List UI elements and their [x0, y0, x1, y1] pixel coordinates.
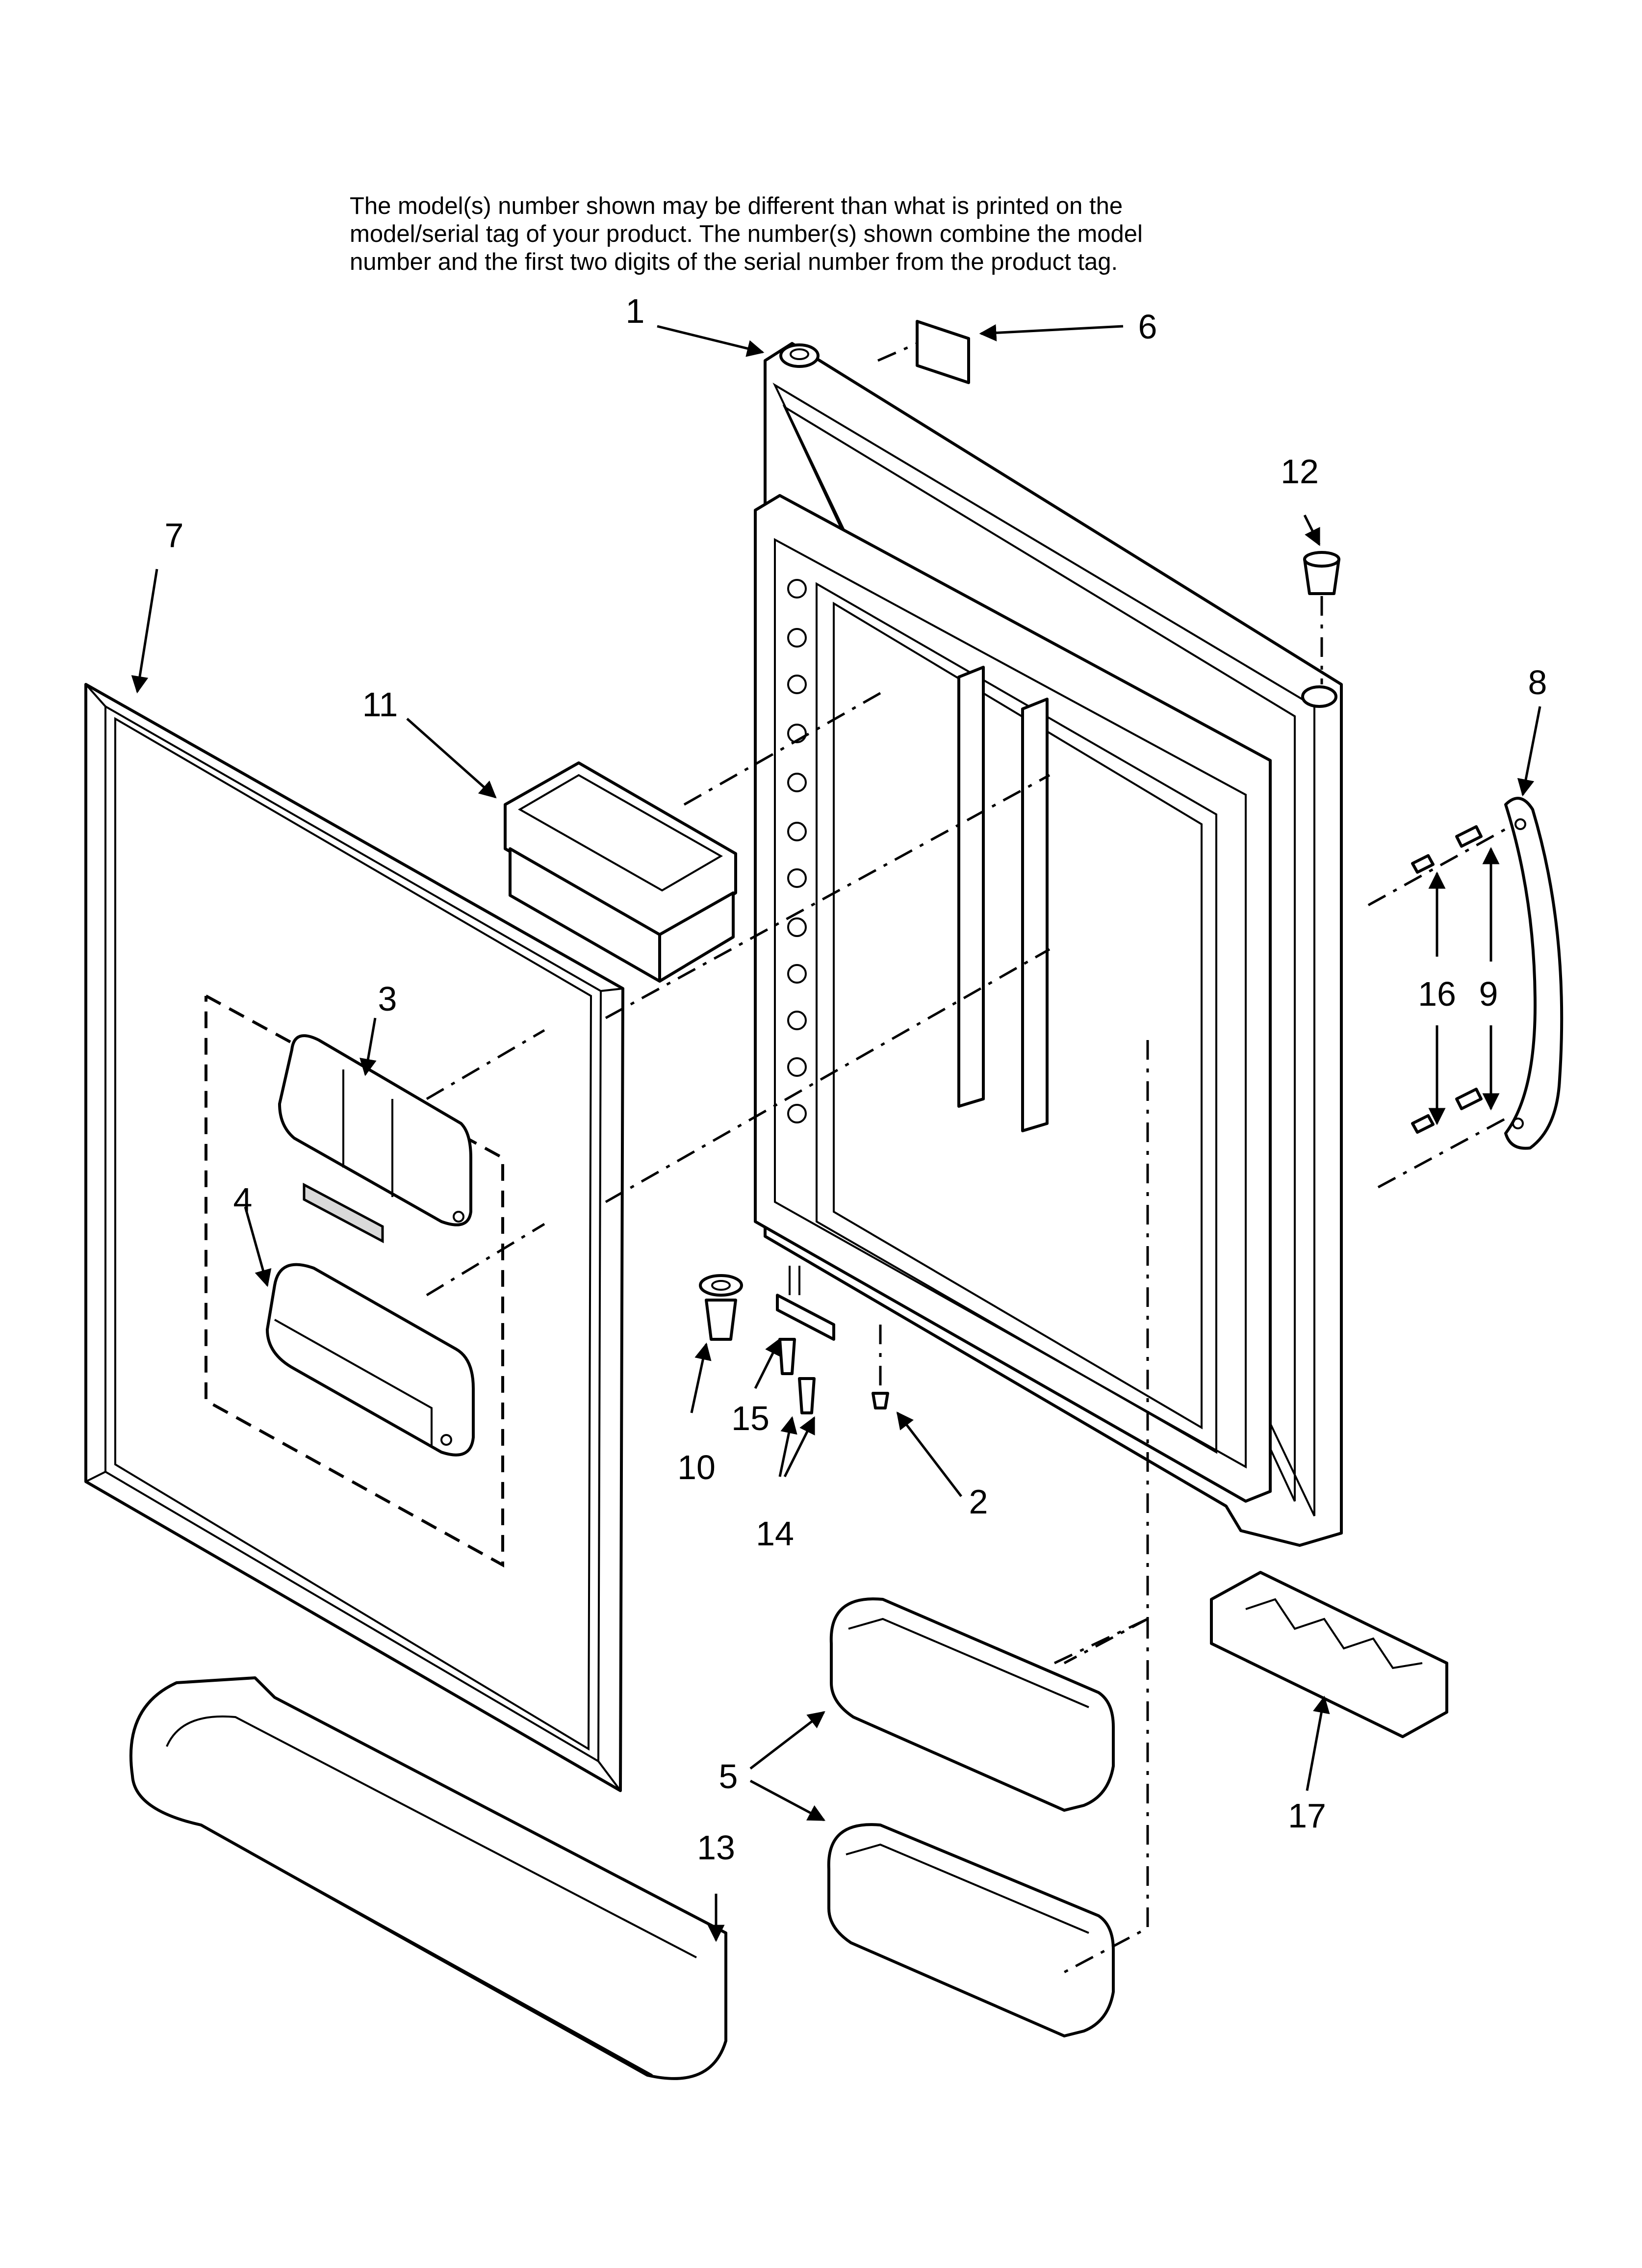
- door-bin-upper: [829, 1597, 1115, 1812]
- callout-16: 16: [1418, 975, 1456, 1013]
- handle-mount-dashlines: [1367, 828, 1507, 1189]
- leader-arrows: [131, 324, 1541, 1942]
- upper-door-bin: [504, 761, 737, 983]
- inner-door-liner-panel: [84, 683, 624, 1792]
- callout-17: 17: [1288, 1797, 1326, 1835]
- upper-dispenser-cover: [278, 1034, 472, 1244]
- handle-screws: [1411, 825, 1483, 1134]
- lower-door-shelf-bin: [129, 1676, 727, 2080]
- callout-12: 12: [1281, 452, 1319, 491]
- hinge-plug: [1303, 551, 1340, 684]
- note-line-1: The model(s) number shown may be differe…: [350, 193, 1123, 219]
- callout-8: 8: [1528, 663, 1547, 702]
- door-assembly-frame: [754, 342, 1343, 1547]
- lower-dispenser-bin: [266, 1263, 475, 1457]
- note-line-3: number and the first two digits of the s…: [350, 249, 1118, 275]
- door-stop: [872, 1325, 889, 1409]
- callout-7: 7: [165, 516, 184, 554]
- callout-labels: 1 2 3 4 5 6 7 8 9 10 11 12 13 14 15 16 1…: [165, 292, 1547, 1867]
- callout-3: 3: [378, 980, 397, 1018]
- callout-15: 15: [731, 1399, 770, 1437]
- model-number-note: The model(s) number shown may be differe…: [350, 192, 1380, 276]
- callout-5: 5: [719, 1757, 738, 1796]
- hinge-bushing: [699, 1274, 743, 1341]
- hinge-screws: [778, 1338, 816, 1414]
- door-handle: [1504, 797, 1564, 1150]
- callout-1: 1: [626, 292, 645, 330]
- callout-4: 4: [233, 1181, 253, 1219]
- callout-14: 14: [756, 1514, 794, 1553]
- egg-tray: [1210, 1571, 1448, 1738]
- callout-10: 10: [677, 1448, 716, 1486]
- assembly-guide-lines: [426, 690, 1149, 1974]
- callout-6: 6: [1138, 308, 1157, 346]
- note-line-2: model/serial tag of your product. The nu…: [350, 221, 1143, 247]
- serial-label: [877, 320, 970, 384]
- callout-2: 2: [969, 1483, 988, 1521]
- callout-9: 9: [1479, 975, 1498, 1013]
- callout-11: 11: [362, 685, 398, 724]
- door-bin-lower: [827, 1823, 1115, 2037]
- hinge-bracket: [776, 1266, 835, 1341]
- callout-13: 13: [697, 1828, 735, 1867]
